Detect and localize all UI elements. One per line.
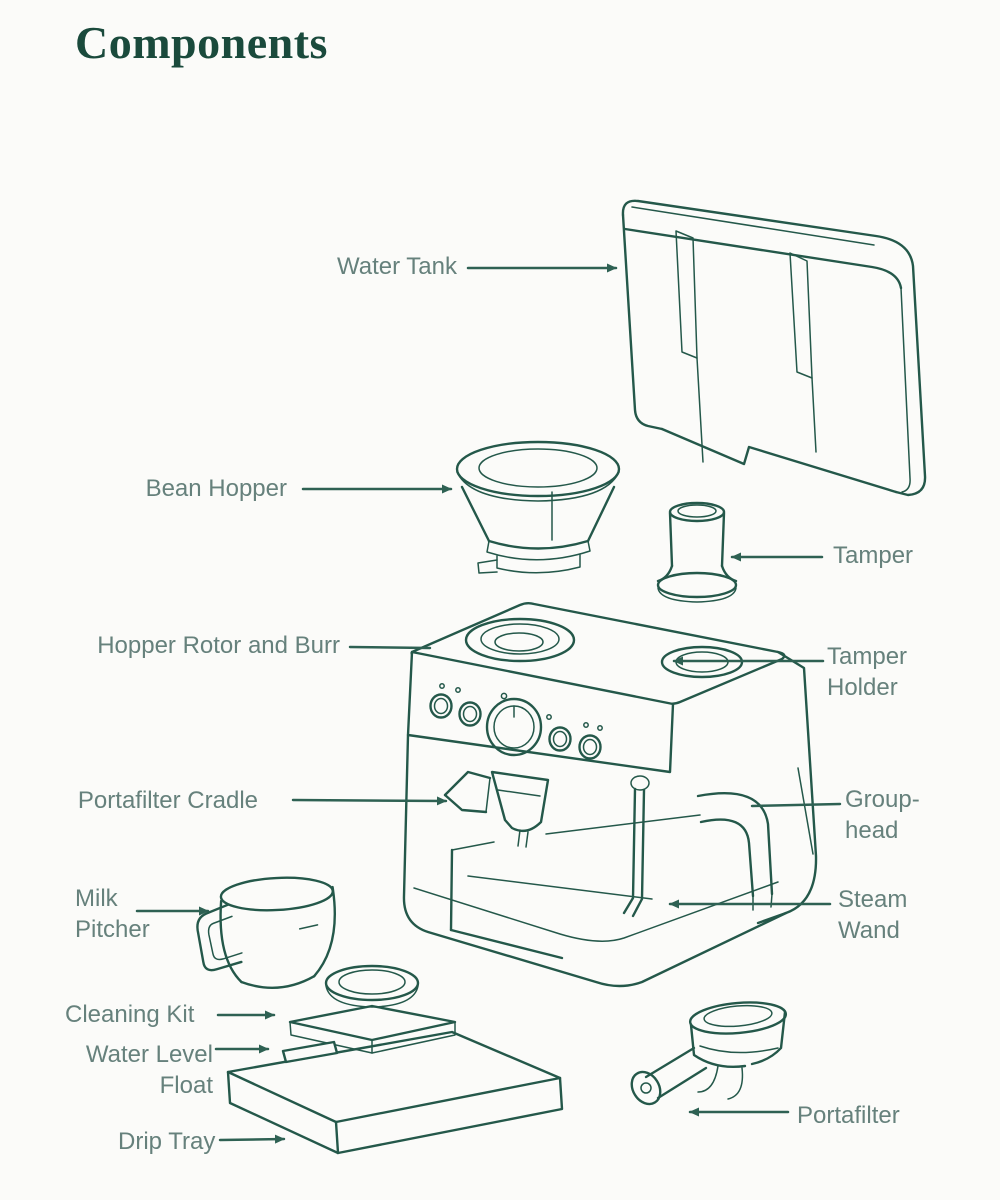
label-water-level-float: Water Level Float	[85, 1041, 213, 1099]
label-drip-tray: Drip Tray	[118, 1128, 216, 1155]
water-level-float-drawing	[281, 1040, 339, 1064]
milk-pitcher-drawing	[196, 876, 336, 989]
cleaning-kit-drawing	[288, 964, 457, 1054]
bean-hopper-drawing	[455, 440, 621, 574]
label-group-head: Group- head	[845, 786, 920, 844]
drip-tray-drawing	[226, 1030, 564, 1155]
water-tank-drawing	[621, 199, 927, 497]
label-portafilter: Portafilter	[797, 1102, 900, 1129]
label-bean-hopper: Bean Hopper	[145, 475, 287, 502]
espresso-machine-drawing	[402, 602, 818, 988]
hopper-rotor-line	[348, 645, 432, 650]
label-tamper: Tamper	[833, 542, 914, 569]
label-hopper-rotor-and-burr: Hopper Rotor and Burr	[97, 632, 340, 659]
portafilter-cradle-arrow	[291, 796, 448, 806]
portafilter-drawing	[630, 1001, 788, 1106]
drip-tray-arrow	[218, 1134, 286, 1144]
tamper-drawing	[656, 501, 738, 603]
page-title: Components	[75, 17, 328, 68]
label-cleaning-kit: Cleaning Kit	[65, 1001, 195, 1028]
label-tamper-holder: Tamper Holder	[827, 643, 908, 701]
label-water-tank: Water Tank	[336, 253, 457, 280]
leader-lines	[135, 263, 842, 1144]
label-steam-wand: Steam Wand	[838, 886, 908, 944]
group-head-line	[750, 802, 842, 808]
label-milk-pitcher: Milk Pitcher	[75, 885, 150, 943]
label-portafilter-cradle: Portafilter Cradle	[77, 787, 258, 814]
